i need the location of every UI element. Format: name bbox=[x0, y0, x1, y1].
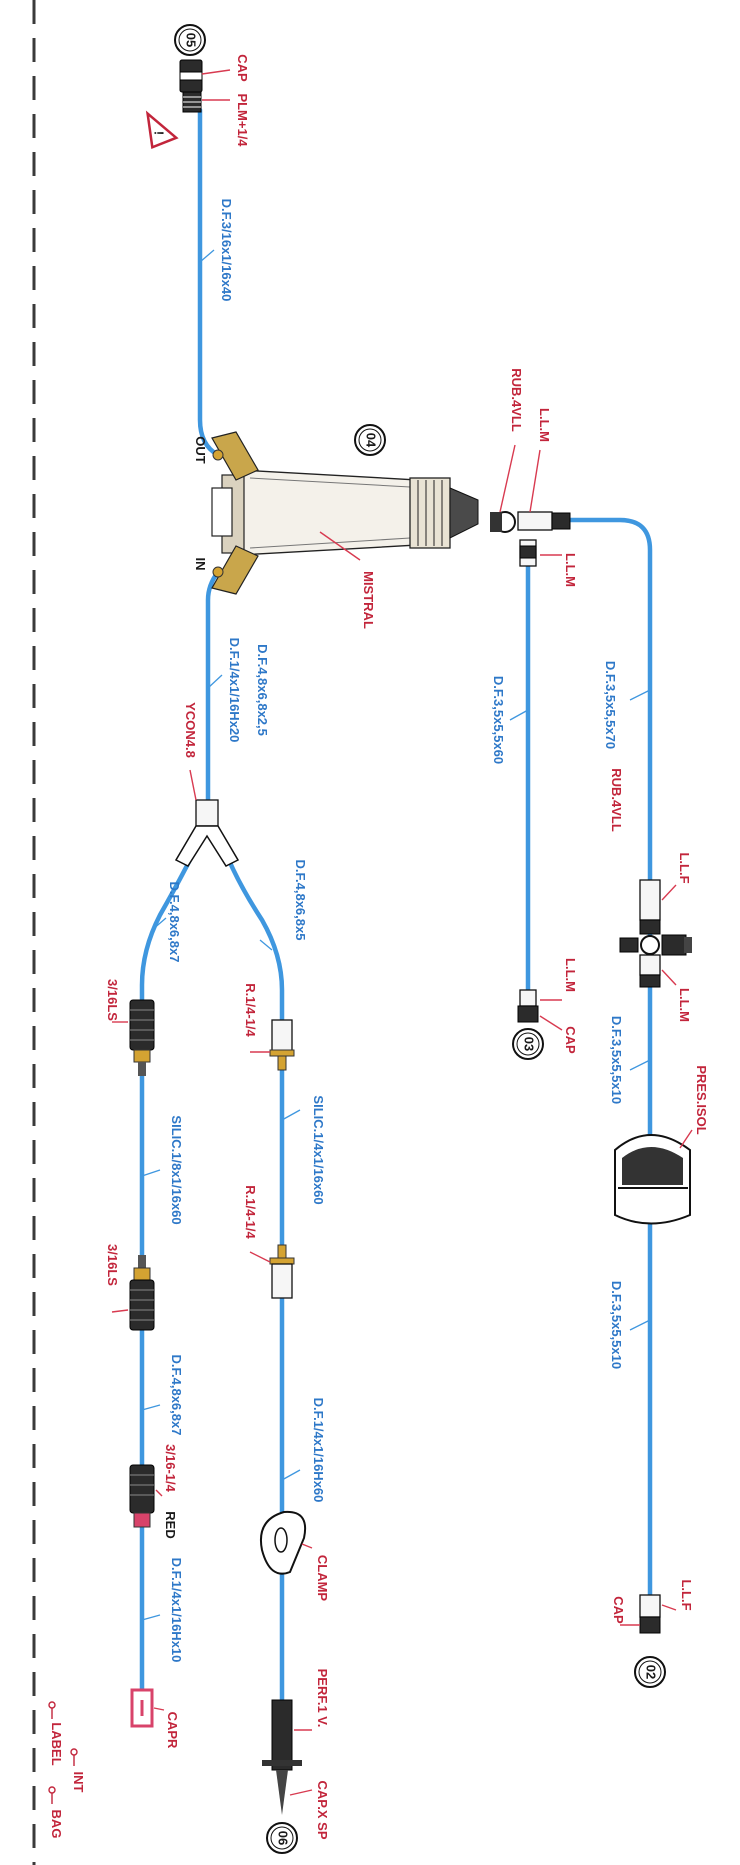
tube-low-2-label: D.F.4,8x6,8x7 bbox=[169, 1355, 184, 1436]
mistral-filter-part bbox=[211, 431, 479, 595]
node-05-label: 05 bbox=[184, 33, 199, 47]
node-04: 04 bbox=[354, 424, 386, 456]
mistral-label: MISTRAL bbox=[361, 571, 376, 629]
tube-top-mid-label: D.F.3,5x5,5x60 bbox=[491, 676, 506, 764]
legend-label: LABEL bbox=[48, 1701, 64, 1766]
red-conn-label: 3/16-1/4 bbox=[163, 1444, 178, 1492]
llf-1-label: L.L.F bbox=[677, 852, 692, 883]
cap-02-part bbox=[639, 1594, 661, 1634]
tube-upper-branch bbox=[221, 845, 285, 1703]
clamp-label: CLAMP bbox=[315, 1555, 330, 1602]
r14-connector-1-part bbox=[269, 1019, 295, 1071]
silic-up-label: SILIC.1/4x1/16x60 bbox=[311, 1095, 326, 1204]
llm-03-label: L.L.M bbox=[563, 958, 578, 992]
capr-label: CAPR bbox=[165, 1712, 180, 1749]
llm-top2-label: L.L.M bbox=[563, 553, 578, 587]
red-label: RED bbox=[163, 1511, 178, 1538]
rub-4vll-mid-part bbox=[619, 879, 692, 988]
node-03: 03 bbox=[512, 1028, 544, 1060]
caution-triangle-icon: ! bbox=[145, 110, 179, 149]
legend-int-label: INT bbox=[71, 1772, 86, 1793]
legend: INT LABEL BAG bbox=[48, 1701, 86, 1839]
node-06-label: 06 bbox=[276, 1831, 291, 1845]
reducer-part bbox=[129, 1464, 155, 1528]
caution-mark: ! bbox=[152, 131, 167, 135]
rub-mid-label: RUB.4VLL bbox=[609, 768, 624, 832]
legend-bag-label: BAG bbox=[49, 1810, 64, 1839]
ls-connector-2-part bbox=[129, 1255, 155, 1331]
llm-top1-label: L.L.M bbox=[537, 408, 552, 442]
rub-top-label: RUB.4VLL bbox=[509, 368, 524, 432]
tube-05-label: D.F.3/16x1/16x40 bbox=[219, 199, 234, 302]
node-06: 06 bbox=[266, 1822, 298, 1854]
node-03-label: 03 bbox=[522, 1037, 537, 1051]
leader-lines bbox=[111, 69, 693, 1796]
in-label: IN bbox=[193, 558, 208, 571]
tube-up-2-label: D.F.1/4x1/16Hx60 bbox=[311, 1398, 326, 1503]
cap-03-part bbox=[517, 989, 539, 1023]
cap-02-label: CAP bbox=[611, 1596, 626, 1624]
out-label: OUT bbox=[193, 436, 208, 464]
tube-top-b-label: D.F.3,5x5,5x10 bbox=[609, 1016, 624, 1104]
ls-connector-1-part bbox=[129, 999, 155, 1076]
tube-leader-lines bbox=[141, 249, 651, 1621]
tube-in-label: D.F.1/4x1/16Hx20 bbox=[227, 638, 242, 743]
ycon-label: YCON4.8 bbox=[183, 702, 198, 758]
r14-2-label: R.1/4-1/4 bbox=[243, 1185, 258, 1239]
cap-05-part bbox=[179, 59, 203, 113]
pres-isol-label: PRES.ISOL bbox=[694, 1065, 709, 1134]
node-05: 05 bbox=[174, 24, 206, 56]
tube-labels: D.F.3/16x1/16x40 D.F.3,5x5,5x70 D.F.3,5x… bbox=[167, 199, 624, 1663]
capxsp-label: CAP.X SP bbox=[315, 1780, 330, 1839]
tube-05-to-out bbox=[197, 107, 221, 458]
tube-low-branch-label: D.F.4,8x6,8x7 bbox=[167, 882, 182, 963]
perf-label: PERF.1 V. bbox=[315, 1669, 330, 1728]
tube-top-c-label: D.F.3,5x5,5x10 bbox=[609, 1281, 624, 1369]
perf-spike-part bbox=[262, 1699, 302, 1815]
node-04-label: 04 bbox=[364, 433, 379, 448]
ls-2-label: 3/16LS bbox=[105, 1244, 120, 1286]
legend-bag: BAG bbox=[48, 1786, 64, 1839]
pressure-isolator-part bbox=[614, 1134, 691, 1225]
llf-02-label: L.L.F bbox=[679, 1579, 694, 1610]
r14-1-label: R.1/4-1/4 bbox=[243, 983, 258, 1037]
plm-05-label: PLM+1/4 bbox=[235, 93, 250, 147]
part-labels: CAP PLM+1/4 OUT IN MISTRAL RUB.4VLL L.L.… bbox=[105, 54, 709, 1840]
rub-4vll-top-part bbox=[490, 511, 571, 567]
tube-lower-branch bbox=[139, 845, 199, 1698]
tube-top-long-label: D.F.3,5x5,5x70 bbox=[603, 661, 618, 749]
y-connector-part bbox=[174, 799, 240, 867]
node-02: 02 bbox=[634, 1656, 666, 1688]
tube-low-3-label: D.F.1/4x1/16Hx10 bbox=[169, 1558, 184, 1663]
tube-up-branch-label: D.F.4,8x6,8x5 bbox=[293, 860, 308, 941]
silic-low-label: SILIC.1/8x1/16x60 bbox=[169, 1115, 184, 1224]
tube-ycon-label: D.F.4,8x6,8x2,5 bbox=[255, 644, 270, 736]
cap-03-label: CAP bbox=[563, 1026, 578, 1054]
llm-mid-label: L.L.M bbox=[677, 988, 692, 1022]
clamp-part bbox=[260, 1510, 306, 1575]
capr-part bbox=[130, 1688, 154, 1728]
ls-1-label: 3/16LS bbox=[105, 979, 120, 1021]
legend-int: INT bbox=[70, 1748, 86, 1793]
r14-connector-2-part bbox=[269, 1244, 295, 1299]
node-02-label: 02 bbox=[644, 1665, 659, 1679]
cap-05-label: CAP bbox=[235, 54, 250, 82]
tube-top-long bbox=[567, 517, 653, 1168]
legend-label-text: LABEL bbox=[49, 1722, 64, 1765]
